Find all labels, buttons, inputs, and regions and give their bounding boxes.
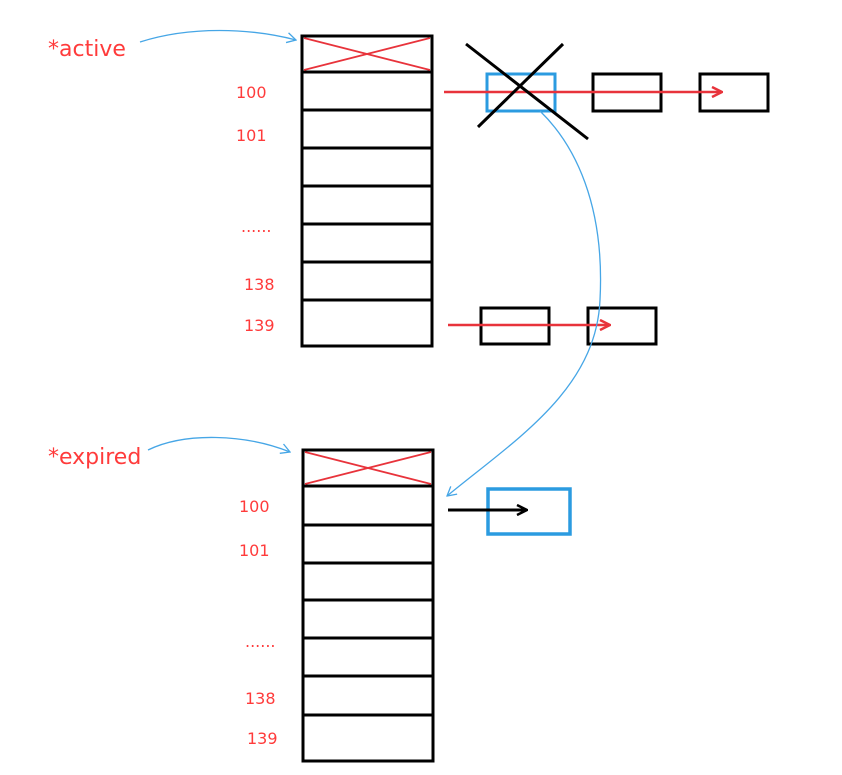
active-array xyxy=(300,34,434,348)
expired-index-label: 139 xyxy=(247,729,278,748)
active-index-label: 138 xyxy=(244,275,275,294)
active-slot-139-task-list xyxy=(448,306,658,346)
expired-pointer-label: *expired xyxy=(48,445,141,470)
removed-node-cross-line xyxy=(476,42,565,129)
expired-index-label: 100 xyxy=(239,497,270,516)
expired-array xyxy=(301,448,435,763)
migration-arrow xyxy=(447,110,602,496)
expired-pointer-arrow xyxy=(147,436,290,452)
active-pointer-label: *active xyxy=(48,37,126,62)
active-index-label: 139 xyxy=(244,316,275,335)
active-slot-100-task-list xyxy=(444,42,770,141)
expired-index-label: 101 xyxy=(239,541,270,560)
expired-header-cross-line xyxy=(304,451,432,485)
active-index-label: 101 xyxy=(236,126,267,145)
active-pointer-arrow xyxy=(139,29,296,43)
active-array-outline xyxy=(300,34,434,348)
expired-slot-100-task-list xyxy=(448,487,572,536)
removed-node-cross-line xyxy=(465,42,589,141)
expired-index-label: ...... xyxy=(245,632,276,651)
expired-index-label: 138 xyxy=(245,689,276,708)
expired-array-outline xyxy=(301,448,435,763)
active-index-label: ...... xyxy=(241,217,272,236)
active-header-cross-line xyxy=(303,37,431,71)
active-index-label: 100 xyxy=(236,83,267,102)
